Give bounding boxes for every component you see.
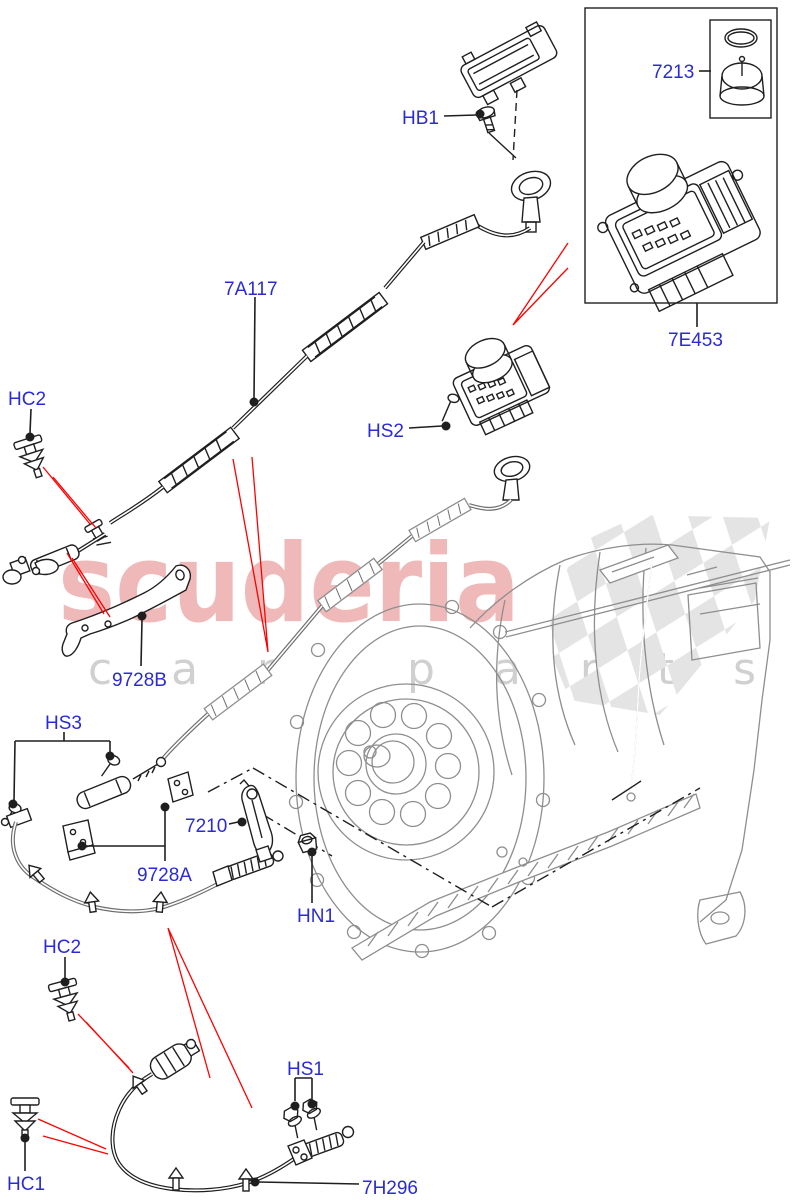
screws-hs1 [283, 1098, 321, 1139]
cable-clips [28, 864, 169, 914]
part-label-7210[interactable]: 7210 [185, 816, 227, 837]
torque-converter-springs [335, 701, 462, 828]
callout-leaders [8, 109, 485, 1187]
part-label-7e453[interactable]: 7E453 [668, 330, 723, 351]
cable-clips [132, 1075, 255, 1192]
part-label-hs3[interactable]: HS3 [45, 713, 82, 734]
cable-end-fitting [2, 555, 59, 585]
selector-module-7e453 [597, 153, 761, 313]
bolt-hb1 [476, 106, 496, 134]
cable-7h296 [110, 1038, 355, 1193]
part-label-7213[interactable]: 7213 [652, 62, 694, 83]
part-label-9728a[interactable]: 9728A [137, 865, 192, 886]
part-label-hc2-upper[interactable]: HC2 [8, 389, 46, 410]
part-label-hc2-lower[interactable]: HC2 [43, 937, 81, 958]
dash-reference-lines [207, 767, 701, 908]
bracket-9728b [61, 564, 192, 657]
shifter-assembly [460, 20, 558, 233]
transmission [288, 543, 791, 961]
part-label-hs1[interactable]: HS1 [287, 1059, 324, 1080]
button-row-icons [631, 217, 692, 253]
screw-hs2 [441, 393, 460, 422]
part-label-hs2[interactable]: HS2 [367, 421, 404, 442]
part-label-9728b[interactable]: 9728B [112, 670, 167, 691]
gear-buttons [467, 377, 516, 405]
checkered-flag [545, 515, 770, 715]
highlight-lines [37, 242, 569, 1155]
part-label-hc1[interactable]: HC1 [7, 1174, 45, 1195]
part-label-7h296[interactable]: 7H296 [362, 1178, 418, 1199]
selector-cable-7a117 [2, 213, 532, 585]
part-label-7a117[interactable]: 7A117 [224, 279, 278, 300]
knob-7213 [719, 28, 765, 106]
part-labels: 7213 7E453 HB1 7A117 HS2 HC2 9728B HS3 7… [7, 62, 723, 1199]
clip-hc2-upper [13, 434, 45, 479]
part-label-hn1[interactable]: HN1 [297, 906, 335, 927]
inset-box [584, 7, 778, 327]
lever-7210 [239, 778, 274, 863]
watermark-brand-text: scuderia [58, 522, 520, 647]
rotary-selector-module [441, 337, 551, 501]
part-label-hb1[interactable]: HB1 [402, 108, 439, 129]
cable-assembly-9728a [0, 754, 284, 914]
